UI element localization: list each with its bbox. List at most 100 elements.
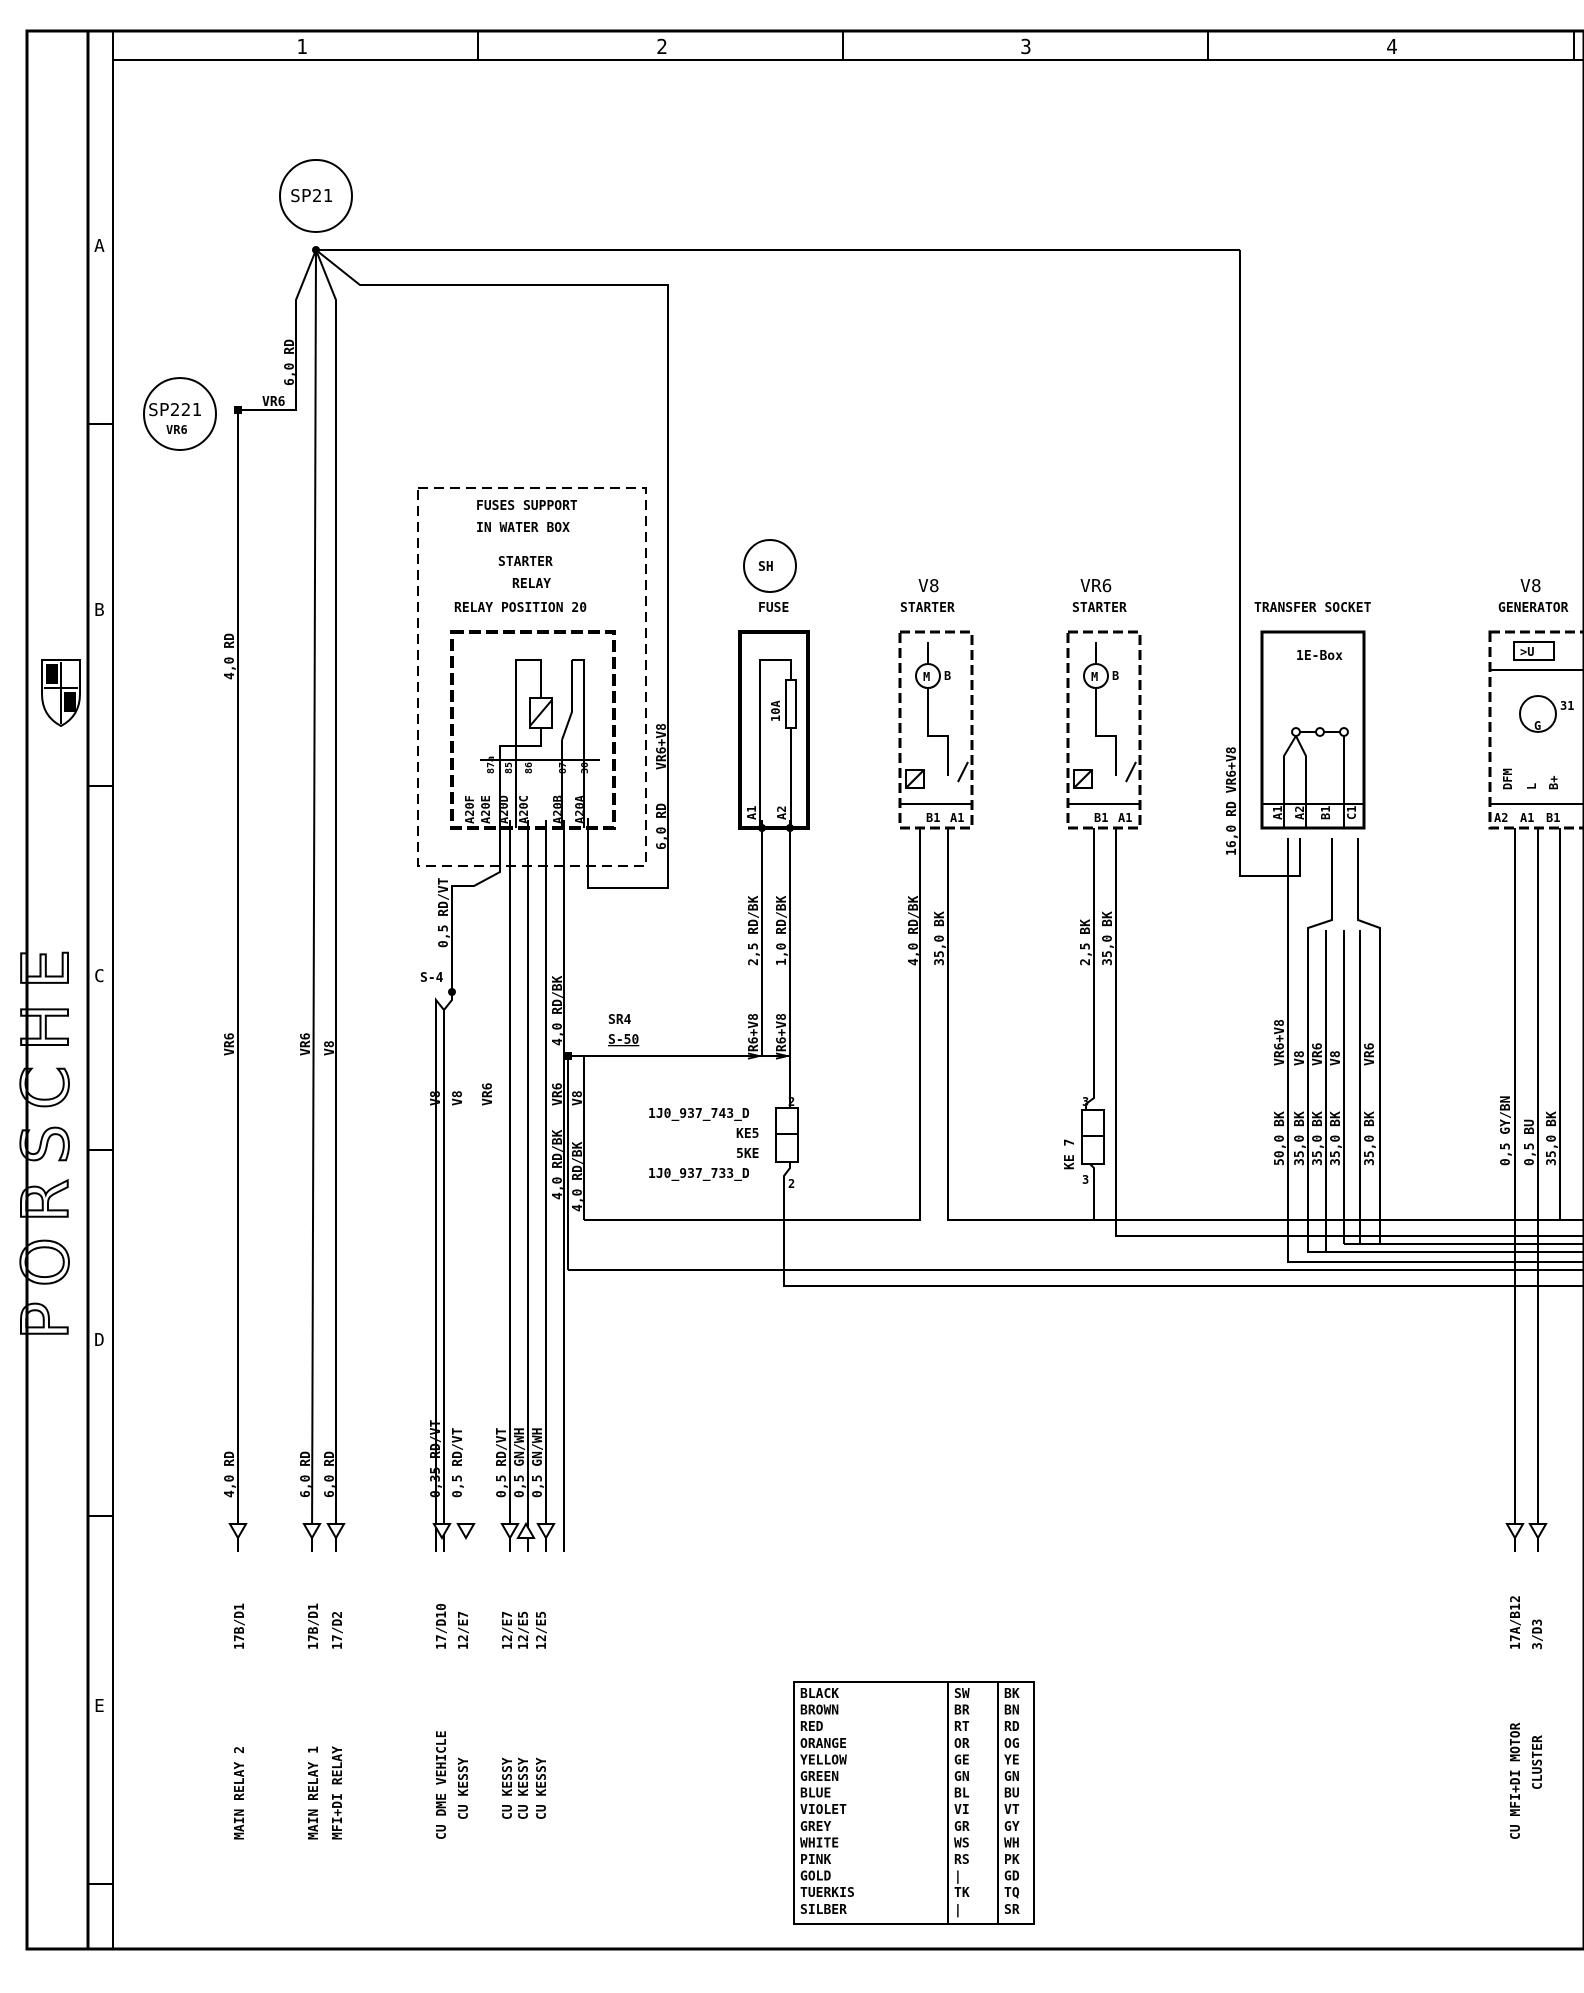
- color-code-en: GD: [1004, 1870, 1020, 1885]
- fuse-component: FUSE 10A A1 A2: [738, 601, 810, 830]
- wire-label: VR6: [551, 1082, 566, 1106]
- terminal-label: 31: [1560, 699, 1574, 713]
- pin-function: B+: [1547, 776, 1561, 790]
- motor-label: M: [923, 670, 930, 684]
- wire-label: 0,5 GN/WH: [531, 1428, 546, 1498]
- wire-label: 2,5 BK: [1079, 919, 1094, 966]
- wire-label: 50,0 BK: [1273, 1111, 1288, 1166]
- wire-label: 2,5 RD/BK: [747, 895, 762, 966]
- sh-label: SH: [758, 560, 774, 575]
- fuse-support-box: FUSES SUPPORT IN WATER BOX STARTER RELAY…: [417, 487, 647, 867]
- color-code-de: RS: [954, 1853, 970, 1868]
- reference-labels: 17B/D1 17B/D1 17/D2 17/D10 12/E7 12/E7 1…: [233, 1595, 1546, 1650]
- destination-label: CLUSTER: [1531, 1735, 1546, 1790]
- pin-label: A1: [1271, 806, 1285, 820]
- vr6-starter: VR6 STARTER M B B1 A1: [1066, 576, 1142, 830]
- sh-bubble: SH: [743, 539, 797, 593]
- row-label: E: [94, 1696, 105, 1717]
- ke7-connector: KE 7 3 3: [1063, 1095, 1105, 1187]
- wire-label: 35,0 BK: [1311, 1111, 1326, 1166]
- destination-label: MFI+DI RELAY: [331, 1746, 346, 1840]
- pin-label: A1: [1118, 811, 1132, 825]
- wire-label: 6,0 RD: [283, 339, 298, 386]
- wire-label: 4,0 RD: [223, 1451, 238, 1498]
- pin-label: A2: [1293, 806, 1307, 820]
- sp21-bubble: SP21: [279, 159, 353, 233]
- wire-label: 16,0 RD VR6+V8: [1225, 746, 1240, 856]
- bottom-wire-labels: 4,0 RD 6,0 RD 6,0 RD 0,35 RD/VT 0,5 RD/V…: [223, 1420, 546, 1498]
- transfer-socket: TRANSFER SOCKET 1E-Box A1 A2 B1 C1: [1254, 601, 1372, 830]
- pin-label: A20B: [551, 795, 565, 824]
- v8-generator: V8 GENERATOR >U G 31 DFM L B+ A2 A1 B1: [1488, 576, 1584, 830]
- pin-label: B1: [1546, 811, 1560, 825]
- column-labels: 1 2 3 4: [296, 35, 1398, 59]
- fuse-title: FUSE: [758, 601, 789, 616]
- ref-label: 3/D3: [1531, 1619, 1546, 1650]
- ref-label: 17/D10: [435, 1603, 450, 1650]
- wire-label: VR6+V8: [775, 1013, 790, 1060]
- wire-label: 4,0 RD/BK: [551, 975, 566, 1046]
- color-code-de: |: [954, 1870, 962, 1885]
- color-code-de: WS: [954, 1836, 970, 1851]
- color-code-de: RT: [954, 1720, 970, 1735]
- ref-label: 12/E5: [535, 1611, 550, 1650]
- color-name: BLACK: [800, 1687, 839, 1702]
- column-label: 2: [656, 35, 668, 59]
- color-name: GREY: [800, 1820, 831, 1835]
- starter-model: VR6: [1080, 576, 1113, 597]
- wire-label: 4,0 RD/BK: [907, 895, 922, 966]
- terminal-label: B: [944, 669, 951, 683]
- wire-label: VR6+V8: [1273, 1019, 1288, 1066]
- starter-title: STARTER: [1072, 601, 1127, 616]
- v8-starter: V8 STARTER M B B1 A1: [898, 576, 974, 830]
- sr4-label: SR4: [608, 1013, 632, 1028]
- wire-arrows: [228, 1521, 1548, 1541]
- sp21-label: SP21: [290, 186, 333, 207]
- wire-label: VR6: [262, 395, 286, 410]
- color-code-de: SW: [954, 1687, 970, 1702]
- sp221-sub-label: VR6: [166, 423, 188, 437]
- wire-label: V8: [323, 1040, 338, 1056]
- destination-label: CU DME VEHICLE: [435, 1730, 450, 1840]
- color-code-en: OG: [1004, 1737, 1020, 1752]
- pin-number: 87: [558, 762, 569, 774]
- color-code-en: PK: [1004, 1853, 1020, 1868]
- color-code-en: GN: [1004, 1770, 1020, 1785]
- pin-number: 86: [524, 762, 535, 774]
- color-code-en: SR: [1004, 1903, 1020, 1918]
- sp221-label: SP221: [148, 400, 202, 421]
- color-name: SILBER: [800, 1903, 847, 1918]
- wire-label: 6,0 RD: [299, 1451, 314, 1498]
- row-label: B: [94, 600, 105, 621]
- wire-label: V8: [1293, 1050, 1308, 1066]
- color-name: ORANGE: [800, 1737, 847, 1752]
- destination-label: MAIN RELAY 1: [307, 1746, 322, 1840]
- color-name: RED: [800, 1720, 824, 1735]
- color-code-de: TK: [954, 1886, 970, 1901]
- connector-pin: 3: [1082, 1095, 1089, 1109]
- wire-label: 4,0 RD/BK: [551, 1129, 566, 1200]
- pin-label: B1: [1319, 806, 1333, 820]
- wire-label: 0,5 RD/VT: [437, 877, 452, 948]
- color-code-de: GN: [954, 1770, 970, 1785]
- wires: [237, 249, 1584, 1553]
- pin-label: A2: [775, 806, 789, 820]
- destination-label: CU MFI+DI MOTOR: [1509, 1722, 1524, 1840]
- wire-label: 35,0 BK: [1101, 911, 1116, 966]
- color-code-en: BN: [1004, 1704, 1020, 1719]
- pin-number: 30: [580, 762, 591, 774]
- frame: [25, 29, 1584, 1951]
- wire-label: 0,35 RD/VT: [429, 1420, 444, 1498]
- ref-label: 17/D2: [331, 1611, 346, 1650]
- pin-function: DFM: [1501, 768, 1515, 790]
- color-name: TUERKIS: [800, 1886, 855, 1901]
- column-label: 3: [1020, 35, 1032, 59]
- generator-symbol: G: [1534, 719, 1541, 733]
- color-name: GOLD: [800, 1870, 831, 1885]
- color-code-de: VI: [954, 1803, 970, 1818]
- color-name: WHITE: [800, 1836, 839, 1851]
- wire-label: VR6+V8: [747, 1013, 762, 1060]
- generator-model: V8: [1520, 576, 1542, 597]
- ref-label: 12/E5: [517, 1611, 532, 1650]
